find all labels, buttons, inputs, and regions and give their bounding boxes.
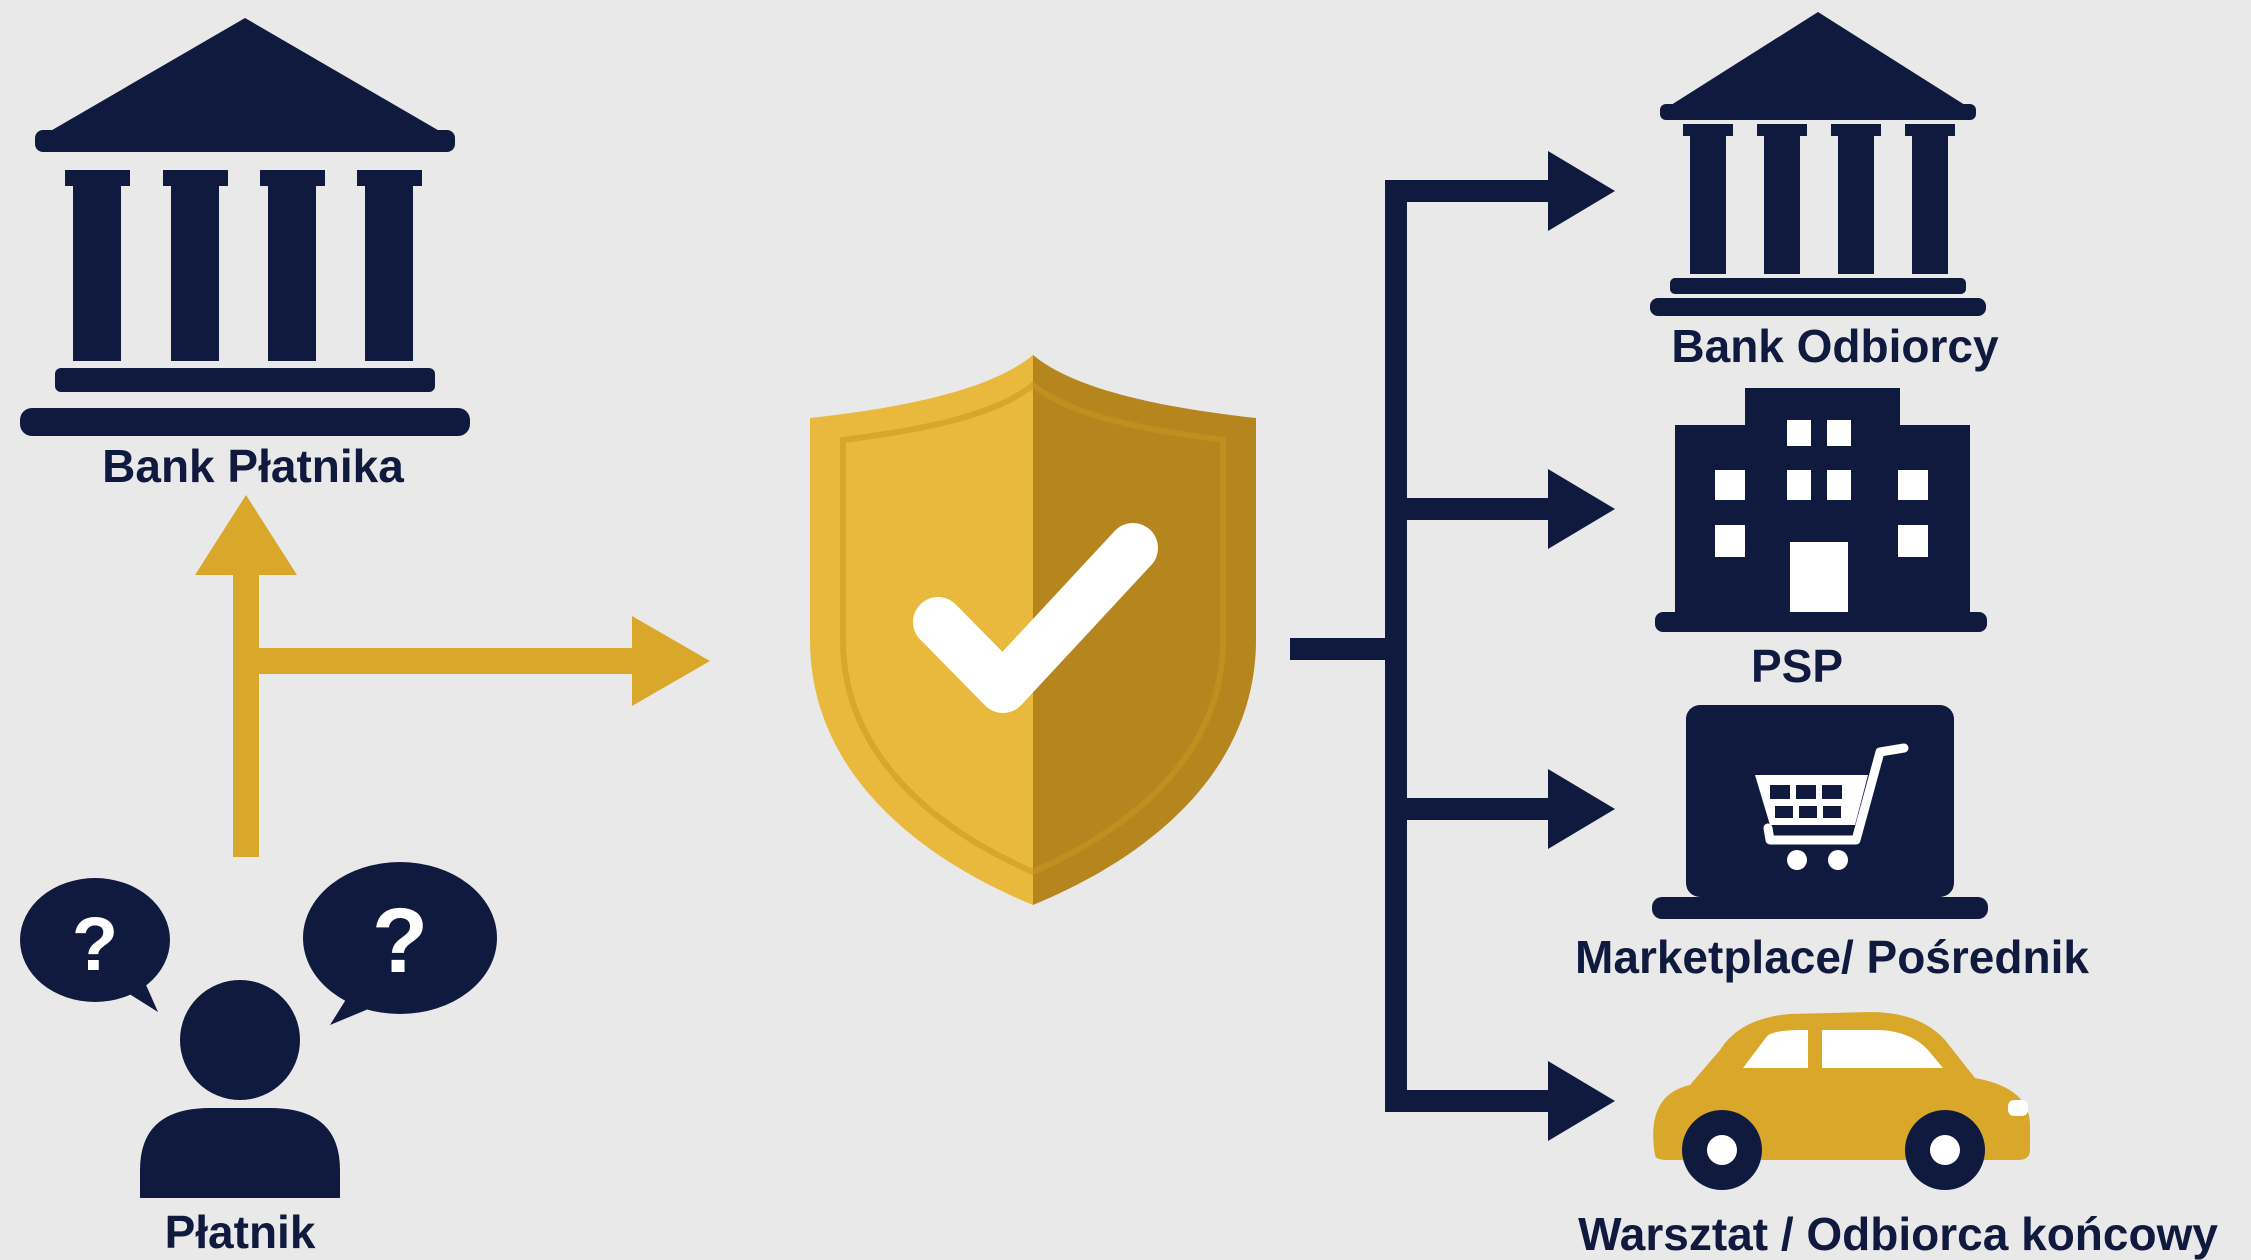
car-window-front: [1743, 1030, 1808, 1068]
arrow-head-workshop: [1548, 1061, 1615, 1141]
arrow-head-bank: [1548, 151, 1615, 231]
question-mark-left-icon: ?: [72, 902, 118, 987]
psp-label: PSP: [1751, 640, 1843, 692]
laptop-cart-icon: [1652, 705, 1988, 919]
arrow-head-marketplace: [1548, 769, 1615, 849]
shield-check-icon: [810, 355, 1256, 905]
question-bubble-right: [303, 862, 497, 1014]
distribution-arrows: [1290, 151, 1615, 1141]
car-window-rear: [1822, 1030, 1943, 1068]
workshop-label: Warsztat / Odbiorca końcowy: [1578, 1208, 2218, 1260]
check-mark-icon: [913, 523, 1158, 713]
person-head: [180, 980, 300, 1100]
psp-building-icon: [1655, 388, 1987, 632]
payer-icon: [20, 862, 497, 1198]
payer-label: Płatnik: [165, 1206, 316, 1258]
recipient-bank-label: Bank Odbiorcy: [1671, 320, 1999, 372]
car-light: [2008, 1100, 2028, 1116]
question-mark-right-icon: ?: [372, 890, 428, 992]
payer-right-arrow-shaft: [246, 648, 646, 674]
payer-up-arrow-head: [195, 495, 297, 575]
shield-right-half: [1033, 355, 1256, 905]
shield-inner-border: [840, 381, 1226, 876]
recipient-bank-icon: [1650, 12, 1986, 316]
payer-up-arrow-shaft: [233, 565, 259, 857]
psp-windows: [1715, 420, 1928, 612]
payer-arrows: [195, 495, 710, 857]
trunk-stub: [1290, 638, 1390, 660]
cart-icon: [1755, 743, 1909, 870]
payer-right-arrow-head: [632, 616, 710, 706]
trunk-vertical: [1385, 180, 1407, 1112]
marketplace-label: Marketplace/ Pośrednik: [1575, 931, 2089, 983]
payer-bank-label: Bank Płatnika: [102, 440, 404, 492]
person-body: [140, 1108, 340, 1198]
payer-bank-icon: [20, 18, 470, 436]
car-icon: [1653, 1012, 2030, 1190]
arrow-head-psp: [1548, 469, 1615, 549]
